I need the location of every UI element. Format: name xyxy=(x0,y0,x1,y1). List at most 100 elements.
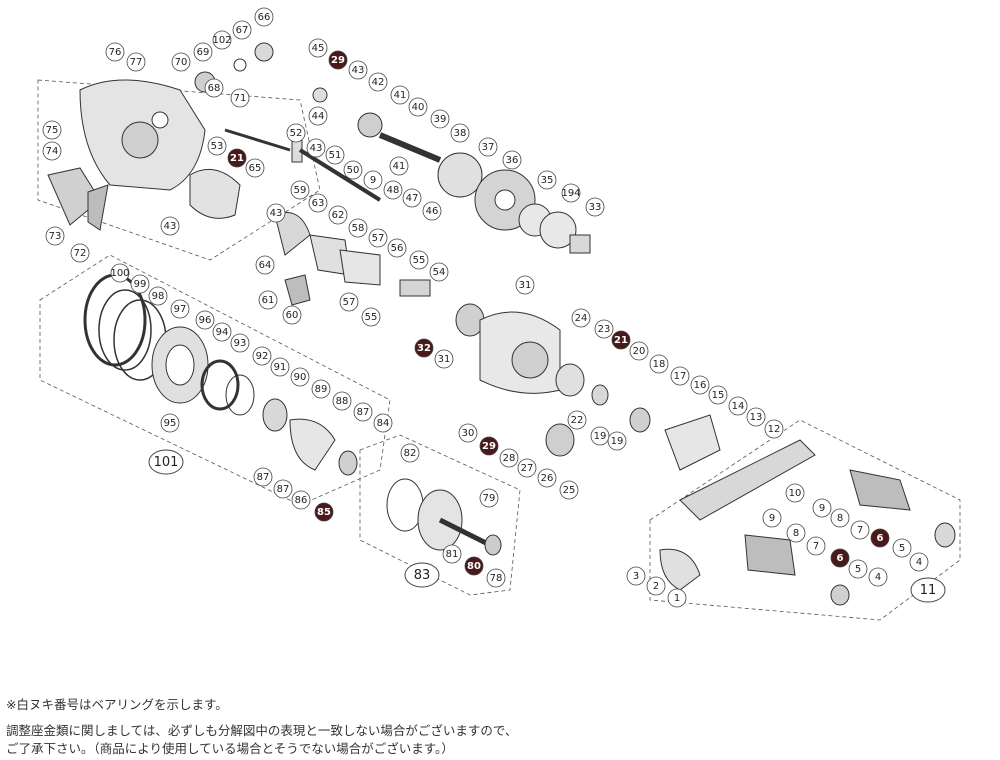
callout-label: 53 xyxy=(211,141,224,152)
part-callout: 68 xyxy=(204,78,224,98)
callout-label: 10 xyxy=(789,488,802,499)
part-callout: 61 xyxy=(258,290,278,310)
callout-circle xyxy=(368,228,388,248)
callout-circle xyxy=(850,520,870,540)
callout-label: 65 xyxy=(249,163,262,174)
part-callout: 19 xyxy=(590,426,610,446)
callout-circle xyxy=(458,423,478,443)
part-callout: 28 xyxy=(499,448,519,468)
callout-circle xyxy=(290,367,310,387)
callout-label: 95 xyxy=(164,418,177,429)
callout-circle xyxy=(348,60,368,80)
callout-label: 41 xyxy=(394,90,407,101)
callout-circle xyxy=(594,319,614,339)
part-callout: 87 xyxy=(353,402,373,422)
callout-circle xyxy=(434,349,454,369)
callout-label: 77 xyxy=(130,57,143,68)
callout-label: 59 xyxy=(294,185,307,196)
part-callout: 19 xyxy=(607,431,627,451)
callout-label: 58 xyxy=(352,223,365,234)
callout-label: 25 xyxy=(563,485,576,496)
callout-circle xyxy=(204,78,224,98)
callout-circle xyxy=(611,330,631,350)
callout-circle xyxy=(245,158,265,178)
washer-note-line2: ご了承下さい。（商品により使用している場合とそうでない場合がございます。） xyxy=(6,741,454,756)
callout-circle xyxy=(160,216,180,236)
callout-label: 33 xyxy=(589,202,602,213)
callout-label: 18 xyxy=(653,359,666,370)
callout-circle xyxy=(387,238,407,258)
part-callout: 98 xyxy=(148,286,168,306)
callout-label: 21 xyxy=(230,153,244,164)
callout-label: 7 xyxy=(813,541,819,552)
callout-circle xyxy=(499,448,519,468)
callout-label: 4 xyxy=(875,572,881,583)
assembly-outlines xyxy=(37,79,961,621)
part-callout: 43 xyxy=(160,216,180,236)
callout-label: 29 xyxy=(482,441,496,452)
callout-circle xyxy=(311,379,331,399)
part-callout: 17 xyxy=(670,366,690,386)
part-callout: 2 xyxy=(646,576,666,596)
callout-circle xyxy=(383,180,403,200)
callout-label: 64 xyxy=(259,260,272,271)
callout-label: 40 xyxy=(412,102,425,113)
part-callout: 5 xyxy=(892,538,912,558)
callout-circle xyxy=(254,7,274,27)
callout-label: 43 xyxy=(310,143,323,154)
part-callout: 102 xyxy=(212,30,232,50)
callout-label: 36 xyxy=(506,155,519,166)
callout-circle xyxy=(607,431,627,451)
part-callout: 8 xyxy=(830,508,850,528)
part-callout: 54 xyxy=(429,262,449,282)
callout-label: 5 xyxy=(855,564,861,575)
callout-circle xyxy=(348,218,368,238)
part-callout: 69 xyxy=(193,42,213,62)
callout-label: 79 xyxy=(483,493,496,504)
callout-label: 26 xyxy=(541,473,554,484)
assembly-label: 83 xyxy=(414,568,431,583)
callout-circle xyxy=(390,85,410,105)
callout-circle xyxy=(193,42,213,62)
callout-circle xyxy=(486,568,506,588)
callout-label: 20 xyxy=(633,346,646,357)
callout-label: 9 xyxy=(819,503,825,514)
part-callout: 99 xyxy=(130,274,150,294)
callout-circle xyxy=(567,410,587,430)
callout-label: 9 xyxy=(370,175,376,186)
callout-label: 24 xyxy=(575,313,588,324)
callout-label: 22 xyxy=(571,415,584,426)
part-callout: 45 xyxy=(308,38,328,58)
part-callout: 26 xyxy=(537,468,557,488)
exploded-parts-diagram: 7677691026766706871757473724529434241404… xyxy=(37,7,961,621)
callout-circle xyxy=(409,250,429,270)
callout-circle xyxy=(892,538,912,558)
callout-circle xyxy=(361,307,381,327)
callout-label: 17 xyxy=(674,371,687,382)
part-callout: 9 xyxy=(762,508,782,528)
part-callout: 12 xyxy=(764,419,784,439)
part-callout: 14 xyxy=(728,396,748,416)
assembly-oval xyxy=(910,577,946,603)
part-callout: 53 xyxy=(207,136,227,156)
part-callout: 16 xyxy=(690,375,710,395)
part-callout: 51 xyxy=(325,145,345,165)
callout-circle xyxy=(728,396,748,416)
part-callout: 40 xyxy=(408,97,428,117)
part-callout: 8 xyxy=(786,523,806,543)
bearing-callout: 6 xyxy=(870,528,890,548)
part-callout: 5 xyxy=(848,559,868,579)
callout-label: 19 xyxy=(611,436,624,447)
callout-label: 87 xyxy=(357,407,370,418)
assembly-callout: 101 xyxy=(148,449,184,475)
callout-circle xyxy=(308,38,328,58)
callout-label: 31 xyxy=(438,354,451,365)
part-callout: 13 xyxy=(746,407,766,427)
part-callout: 84 xyxy=(373,413,393,433)
outline-83 xyxy=(359,434,521,596)
callout-circle xyxy=(308,106,328,126)
callout-label: 43 xyxy=(352,65,365,76)
callout-circle xyxy=(464,556,484,576)
part-callout: 27 xyxy=(517,458,537,478)
